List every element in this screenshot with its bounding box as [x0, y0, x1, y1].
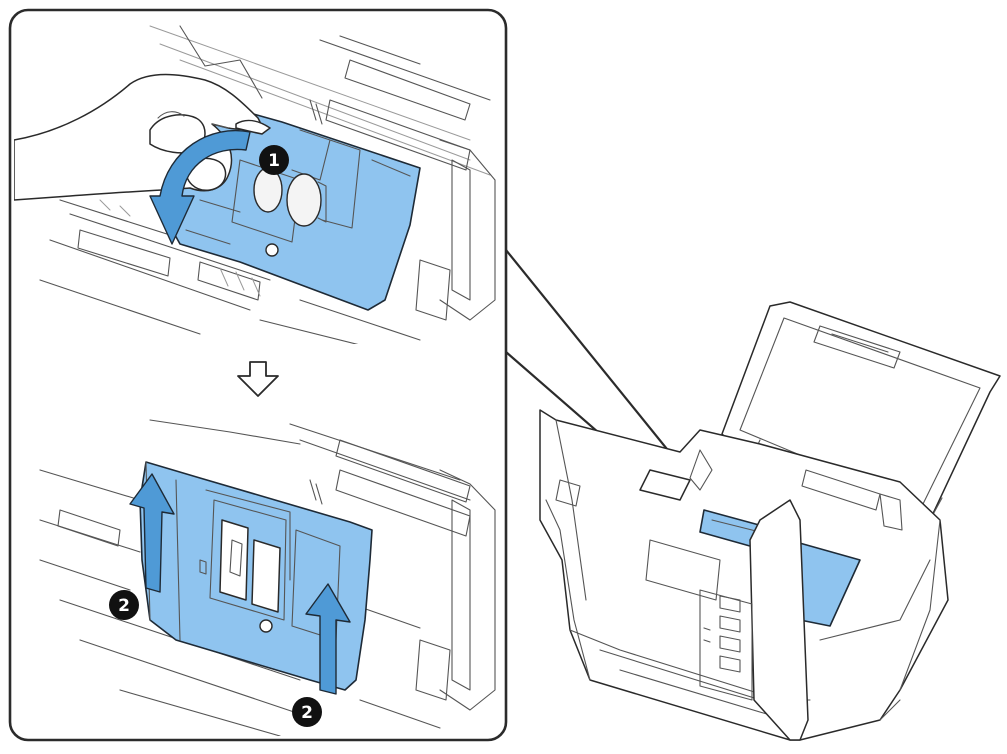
scanner-overview — [539, 301, 1001, 741]
step-2a-marker: 2 — [109, 590, 139, 620]
roller-cover-bottom — [139, 461, 373, 691]
step-2a-label: 2 — [118, 596, 130, 616]
step-2b-label: 2 — [301, 703, 313, 723]
scanner-front-panel — [699, 499, 809, 741]
step-1-marker: 1 — [259, 145, 289, 175]
hollow-down-arrow-icon — [237, 361, 279, 397]
lift-arrow-icon — [129, 473, 351, 695]
rotate-arrow-icon — [149, 130, 251, 245]
step-2b-marker: 2 — [292, 697, 322, 727]
pickup-roller — [253, 167, 327, 227]
step-1-label: 1 — [268, 151, 280, 171]
bottom-panel-lift-cover — [39, 419, 496, 736]
scanner-body — [539, 409, 949, 741]
top-panel-open-cover — [14, 25, 496, 344]
hand-illustration — [14, 73, 271, 201]
